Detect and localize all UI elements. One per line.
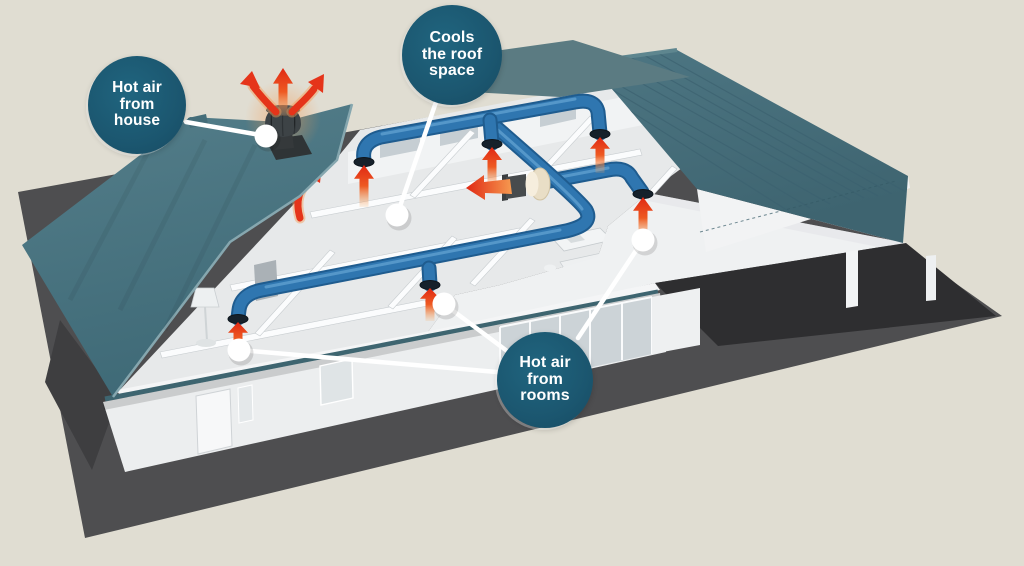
marker-dots <box>227 124 658 366</box>
callout-hot-air-from-house-label: Hot air from house <box>112 79 162 130</box>
callout-hot-air-from-rooms-label: Hot air from rooms <box>519 353 571 405</box>
duct-front-run <box>230 114 596 326</box>
front-door <box>195 388 233 455</box>
front-window <box>319 358 354 406</box>
fan-exhaust-arrow <box>466 175 512 200</box>
marker-dot <box>385 203 409 227</box>
callout-hot-air-from-house: Hot air from house <box>88 56 186 154</box>
marker-dot <box>631 228 655 252</box>
floor-lamp-icon <box>190 287 220 347</box>
marker-dot <box>254 124 278 148</box>
leader-lines <box>183 99 646 375</box>
callout-cools-the-roof-space: Cools the roof space <box>402 5 502 105</box>
callout-cools-the-roof-space-label: Cools the roof space <box>421 28 483 80</box>
callout-hot-air-from-rooms: Hot air from rooms <box>497 332 593 428</box>
marker-dot <box>227 338 251 362</box>
hot-air-exhaust-arrows <box>240 68 324 118</box>
carport <box>655 243 996 346</box>
marker-dot <box>432 292 456 316</box>
exhaust-fan-icon <box>466 167 551 201</box>
